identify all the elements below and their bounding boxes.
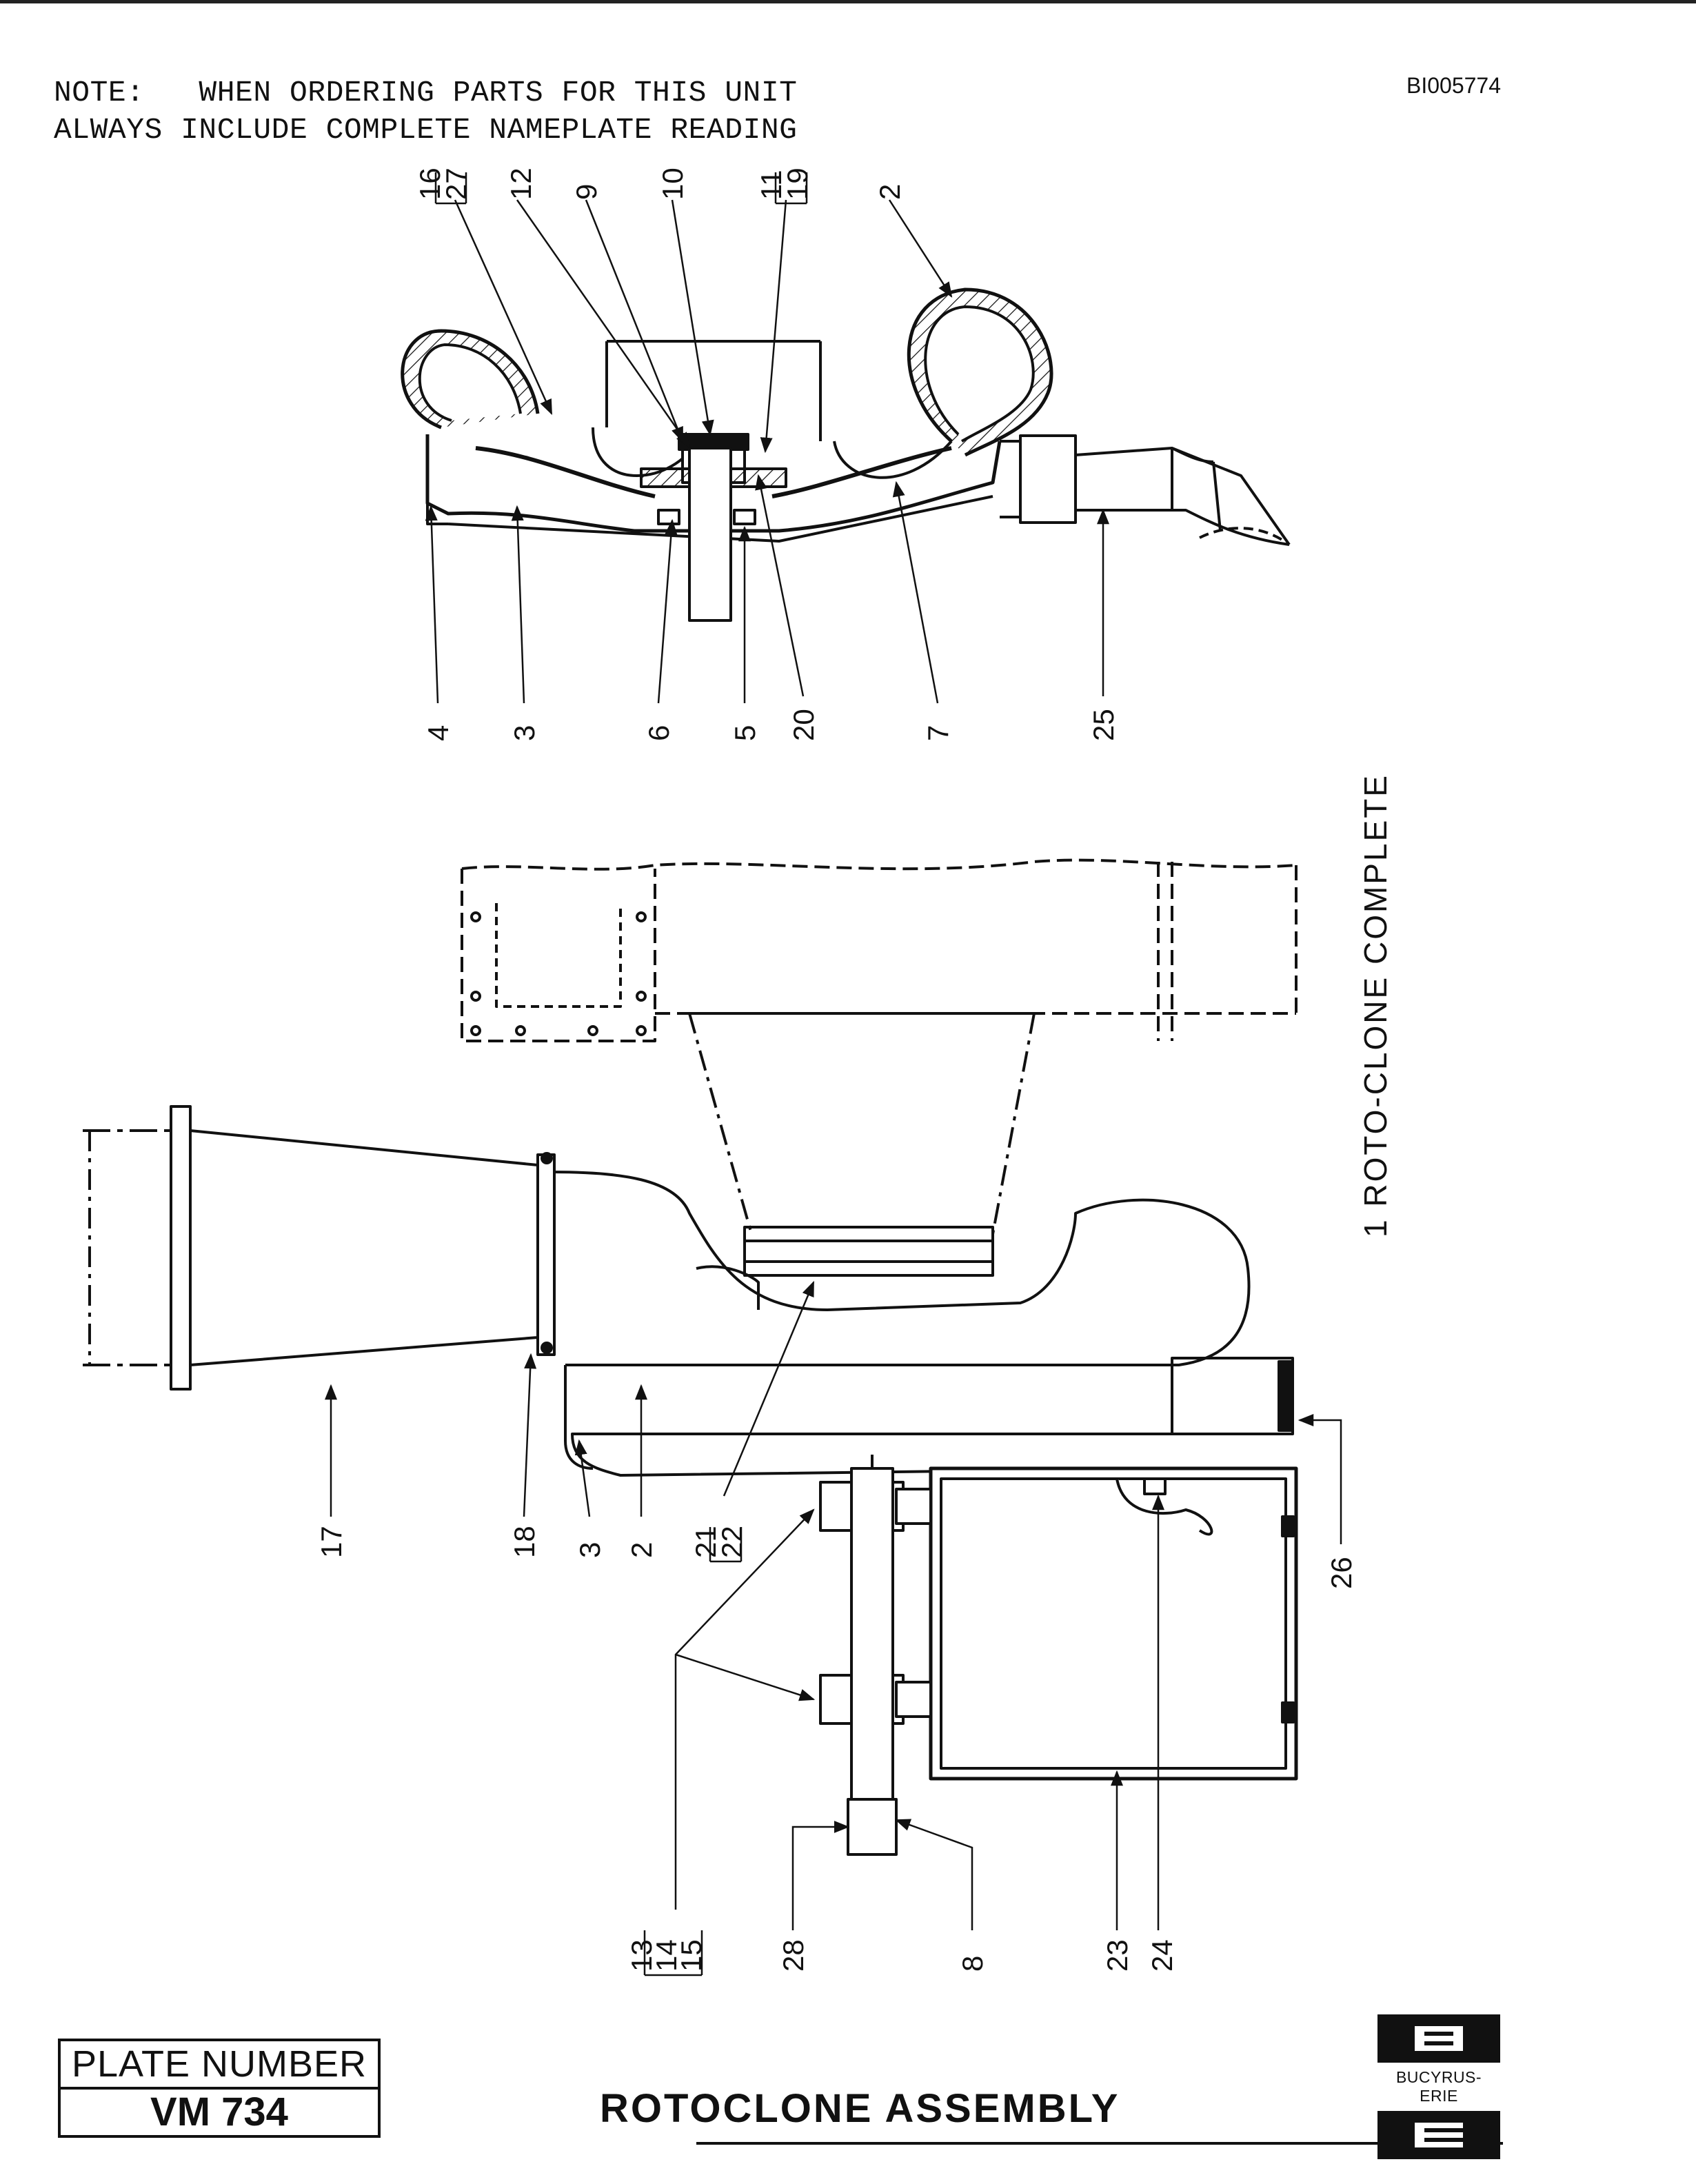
callout-23: 23 bbox=[1101, 1939, 1133, 1972]
callout-16: 16 bbox=[414, 168, 446, 200]
callout-2-bottom: 2 bbox=[625, 1542, 658, 1558]
callout-2-top: 2 bbox=[874, 184, 906, 200]
callout-14: 14 bbox=[650, 1939, 683, 1972]
callout-11: 11 bbox=[755, 170, 787, 200]
callout-10: 10 bbox=[656, 168, 689, 200]
assembly-view-lower bbox=[83, 858, 1298, 1856]
callout-4: 4 bbox=[422, 725, 454, 741]
logo-e-glyph bbox=[1415, 2123, 1463, 2147]
logo-brand-text: BUCYRUS-ERIE bbox=[1395, 2068, 1482, 2105]
callout-3-top: 3 bbox=[508, 725, 541, 741]
callout-13: 13 bbox=[625, 1939, 658, 1972]
callout-22: 22 bbox=[716, 1526, 748, 1558]
callout-26: 26 bbox=[1325, 1557, 1357, 1589]
callout-25: 25 bbox=[1087, 709, 1120, 741]
section-view-upper bbox=[401, 287, 1291, 622]
callout-19: 19 bbox=[781, 168, 814, 200]
assembly-label: 1 ROTO-CLONE COMPLETE bbox=[1357, 773, 1393, 1237]
callout-18: 18 bbox=[508, 1526, 541, 1558]
callout-3-bottom: 3 bbox=[574, 1542, 606, 1558]
callout-brackets bbox=[434, 172, 808, 1976]
callout-labels: 16 27 12 9 10 11 19 2 4 3 6 5 20 7 25 17… bbox=[315, 168, 1357, 1972]
callout-20: 20 bbox=[787, 709, 820, 741]
logo-e-block bbox=[1377, 2111, 1500, 2159]
leader-lines bbox=[325, 199, 1342, 1930]
title-underline bbox=[696, 2142, 1503, 2145]
callout-6: 6 bbox=[643, 725, 675, 741]
callout-21: 21 bbox=[689, 1526, 722, 1558]
bucyrus-erie-logo: BUCYRUS-ERIE bbox=[1377, 2014, 1500, 2159]
callout-5: 5 bbox=[729, 725, 761, 741]
document-id: BI005774 bbox=[1406, 73, 1502, 98]
drawing-title: ROTOCLONE ASSEMBLY bbox=[600, 2086, 1120, 2131]
top-border-line bbox=[0, 0, 1696, 3]
callout-28: 28 bbox=[777, 1939, 809, 1972]
callout-12: 12 bbox=[505, 168, 537, 200]
callout-9: 9 bbox=[570, 184, 603, 200]
plate-number-box: PLATE NUMBER VM 734 bbox=[58, 2039, 381, 2138]
callout-7: 7 bbox=[922, 725, 954, 741]
ordering-note: NOTE: WHEN ORDERING PARTS FOR THIS UNIT … bbox=[54, 76, 798, 147]
plate-number-label: PLATE NUMBER bbox=[61, 2041, 378, 2090]
callout-17: 17 bbox=[315, 1526, 347, 1558]
callout-27: 27 bbox=[440, 168, 472, 200]
callout-8: 8 bbox=[956, 1956, 989, 1972]
logo-b-glyph bbox=[1415, 2026, 1463, 2051]
plate-number-value: VM 734 bbox=[150, 2090, 288, 2134]
callout-24: 24 bbox=[1146, 1939, 1178, 1972]
logo-b-block bbox=[1377, 2014, 1500, 2063]
